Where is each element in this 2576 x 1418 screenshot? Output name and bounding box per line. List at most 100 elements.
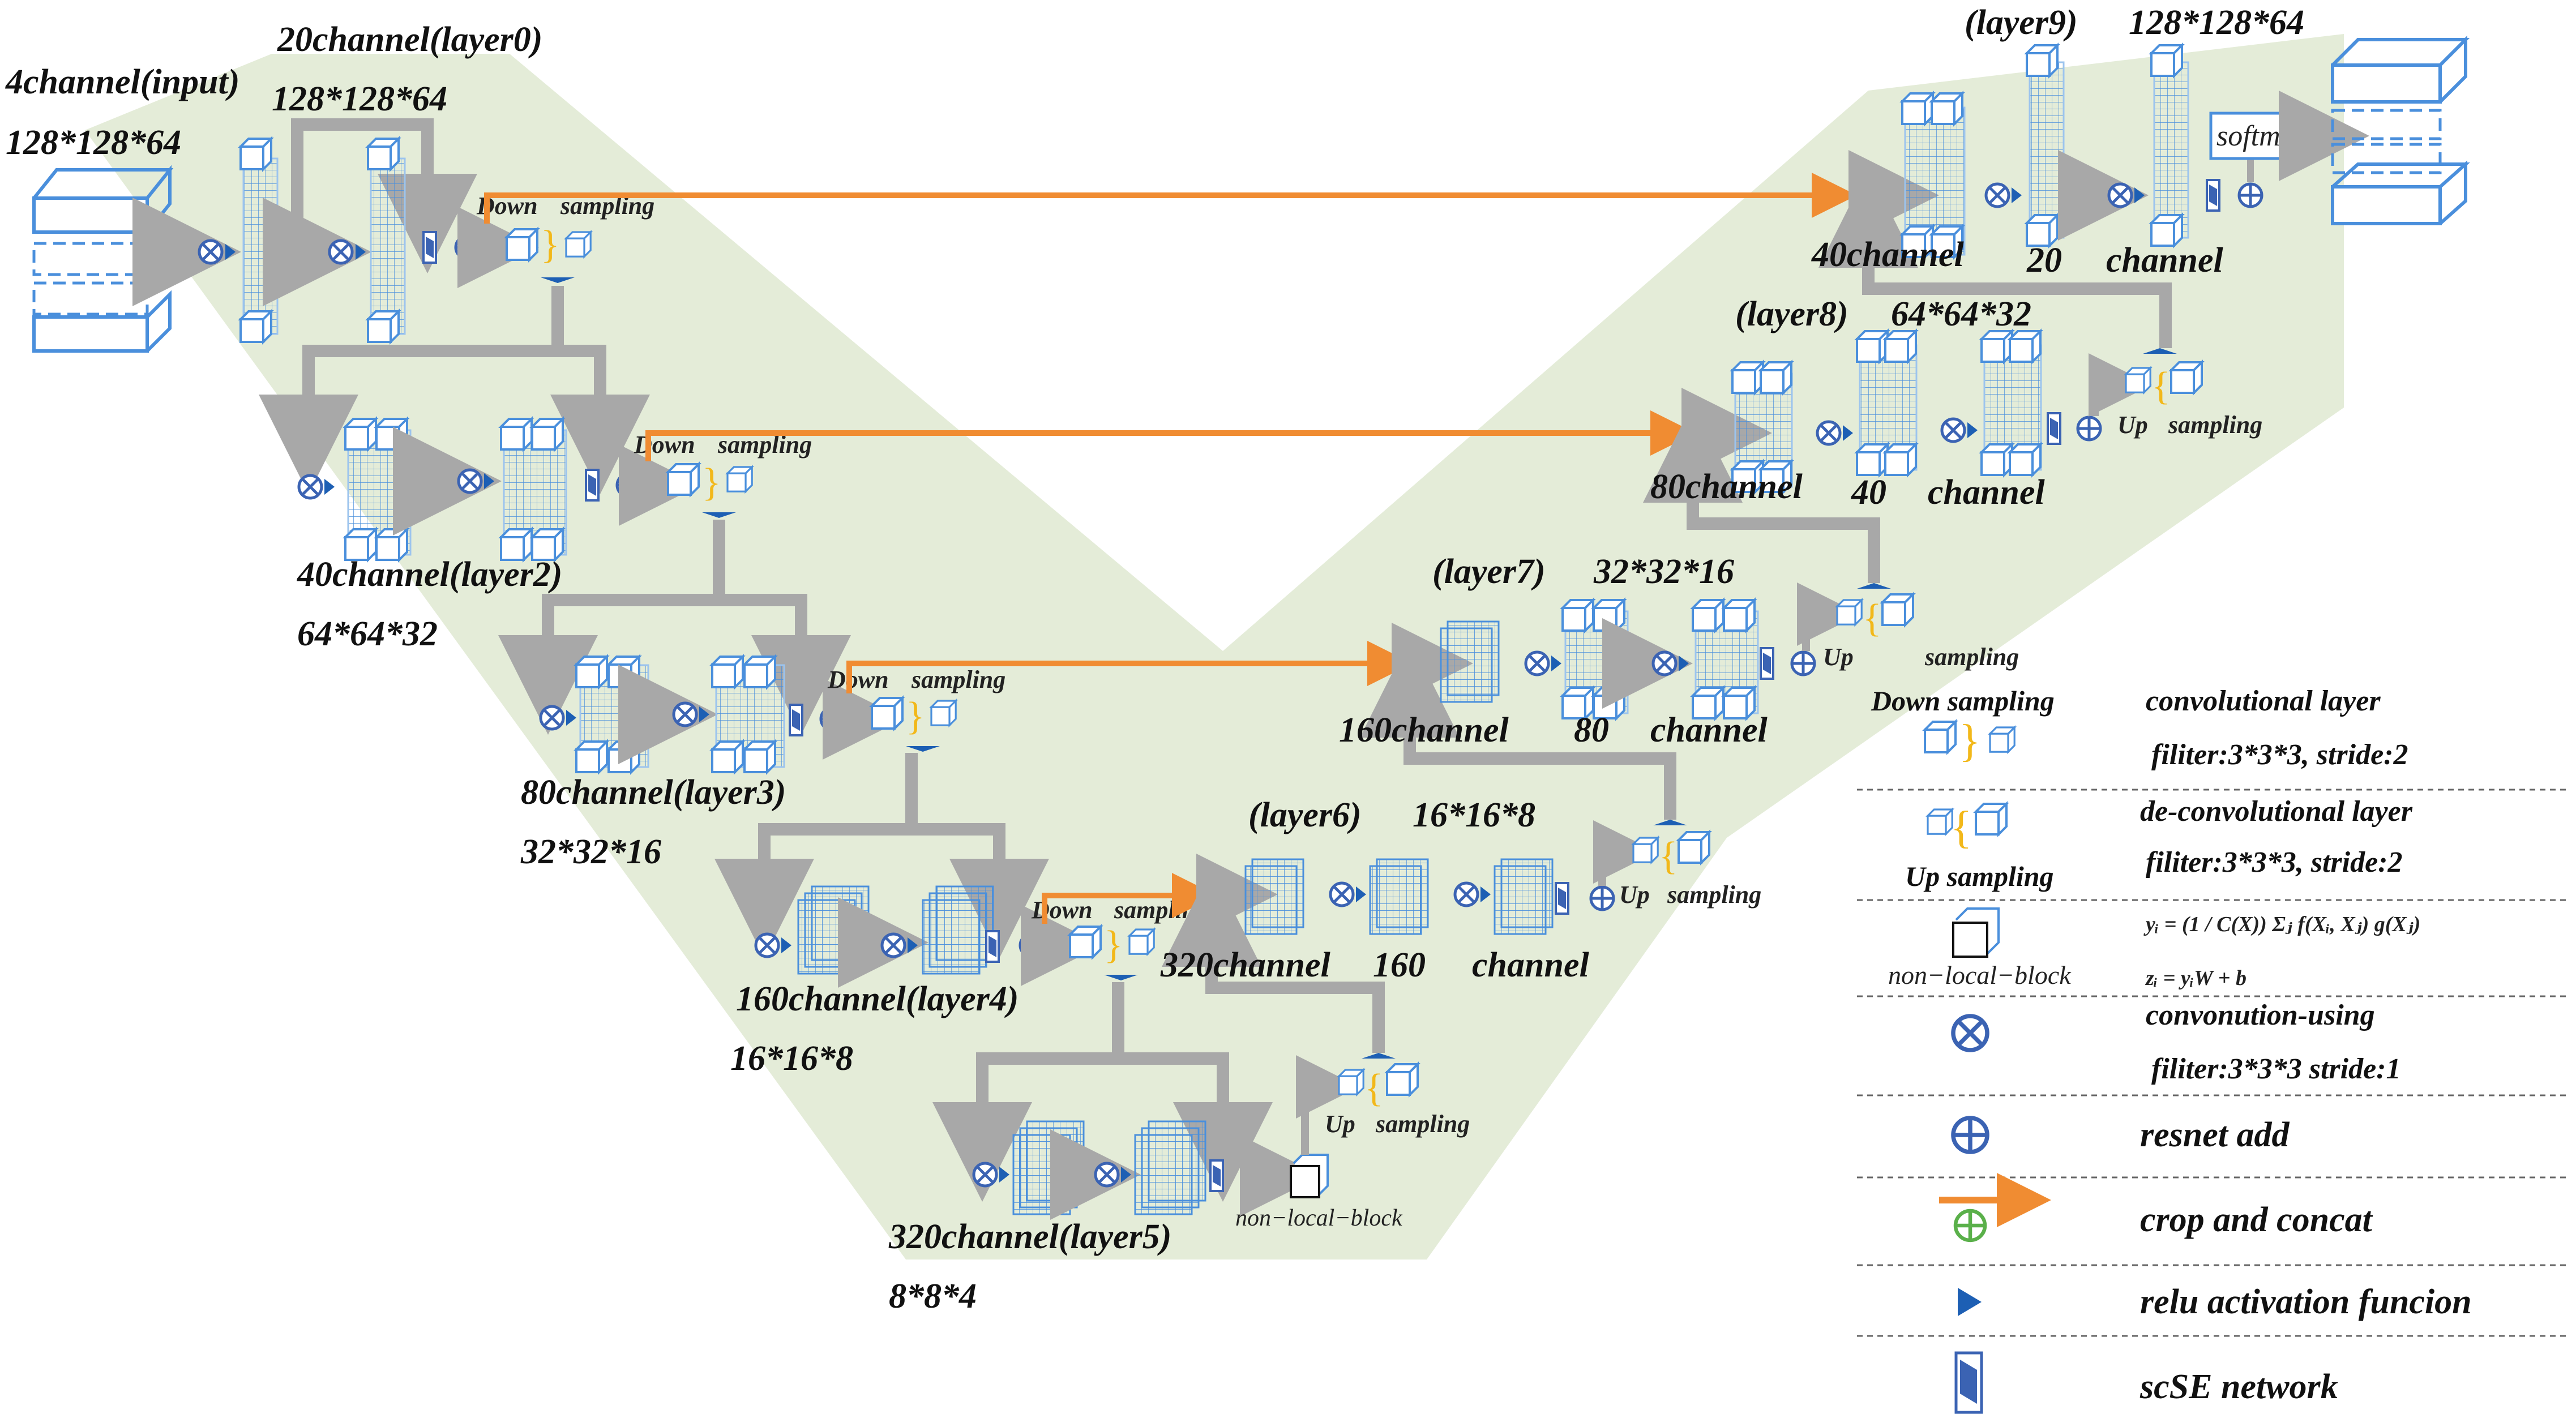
- legend-deconv-params: filiter:3*3*3, stride:2: [2146, 846, 2403, 879]
- bracket-icon: {: [1659, 834, 1678, 878]
- downsampling-cube-icon: [1069, 926, 1102, 958]
- layer3-channel-label: 80channel(layer3): [521, 773, 786, 812]
- v-background-region: [85, 34, 2344, 1260]
- concat-icon: [1857, 184, 1880, 207]
- up-label: Up: [2117, 411, 2148, 439]
- layer7-channel-b-label: 80: [1574, 711, 1609, 749]
- downsampling-small-cube-icon: [930, 700, 957, 726]
- feature-stack-layer9-a: [1901, 92, 1966, 258]
- skip-connection-orange: [1042, 873, 1217, 924]
- bracket-icon: }: [1104, 923, 1123, 967]
- layer2-size-label: 64*64*32: [297, 615, 438, 653]
- feature-stack-layer6-a: [1244, 858, 1304, 935]
- non-local-block-label: non−local−block: [1235, 1205, 1403, 1231]
- bracket-icon: {: [1364, 1066, 1384, 1110]
- convolution-icon: [1096, 1163, 1118, 1186]
- convolution-icon: [299, 475, 322, 498]
- resnet-add-icon: [821, 708, 844, 730]
- relu-down-icon: [1104, 975, 1138, 980]
- sampling-label: sampling: [1667, 881, 1761, 909]
- up-flow: [1818, 168, 2172, 348]
- resnet-add-icon: [2239, 184, 2262, 207]
- convolution-icon: [1526, 652, 1548, 675]
- resnet-add-icon: [617, 474, 640, 496]
- skip-connection-orange: [846, 641, 1413, 693]
- skip-connection-orange: [484, 173, 1857, 224]
- downsampling-cube-icon: [667, 463, 700, 496]
- legend-concat-icon: [1955, 1211, 1985, 1240]
- downsampling-small-cube-icon: [1128, 928, 1155, 955]
- convolution-icon: [756, 934, 778, 957]
- legend-conv-layer-title: convolutional layer: [2146, 685, 2381, 717]
- feature-stack-layer0-a: [239, 138, 279, 343]
- feature-stack-layer6-c: [1494, 858, 1554, 935]
- up-flow: [2089, 353, 2152, 417]
- sampling-label: sampling: [1924, 643, 2019, 671]
- upsampling-small-cube-icon: [1338, 1069, 1364, 1095]
- sampling-label: sampling: [911, 666, 1005, 693]
- layer5-size-label: 8*8*4: [889, 1277, 977, 1316]
- upsampling-cube-icon: [1881, 593, 1914, 626]
- down-label: Down: [1031, 896, 1093, 924]
- up-flow: [1162, 867, 1385, 1053]
- relu-up-icon: [1653, 820, 1687, 825]
- layer8-name-label: (layer8): [1735, 295, 1848, 333]
- layer9-size-label: 128*128*64: [2129, 3, 2304, 42]
- resnet-add-icon: [1591, 887, 1614, 910]
- legend-relu-label: relu activation funcion: [2140, 1283, 2472, 1321]
- convolution-icon: [1817, 422, 1840, 444]
- output-volume: [2331, 35, 2470, 225]
- scse-icon: [789, 704, 803, 736]
- scse-icon: [422, 231, 437, 264]
- down-flow: [498, 520, 725, 735]
- layer9-channel-b-label: 20: [2026, 241, 2062, 280]
- feature-stack-layer7-c: [1692, 599, 1759, 719]
- legend-down-cube-icon: [1924, 721, 1957, 753]
- resnet-add-icon: [456, 236, 478, 259]
- down-label: Down: [827, 666, 889, 693]
- input-volume: [32, 165, 174, 353]
- layer0-size-label: 128*128*64: [272, 80, 447, 118]
- scse-icon: [2206, 179, 2220, 212]
- layer9-name-label: (layer9): [1965, 3, 2078, 42]
- feature-stack-layer3-a: [575, 656, 649, 773]
- convolution-icon: [2109, 184, 2132, 207]
- layer8-channel-a-label: 80channel: [1650, 468, 1803, 506]
- convolution-icon: [541, 706, 563, 729]
- upsampling-cube-icon: [1678, 831, 1710, 864]
- convolution-icon: [199, 241, 222, 263]
- layer4-channel-label: 160channel(layer4): [736, 980, 1019, 1018]
- down-flow: [550, 345, 650, 494]
- concat-icon: [1398, 652, 1421, 675]
- bracket-icon: {: [2151, 365, 2171, 408]
- legend-conv-using-params: filiter:3*3*3 stride:1: [2151, 1053, 2401, 1085]
- legend-convolution-icon: [1953, 1016, 1987, 1050]
- legend-formula-z: zᵢ = yᵢW + b: [2145, 966, 2246, 990]
- bracket-icon: {: [1950, 803, 1972, 852]
- layer6-channel-b-label: 160: [1373, 946, 1426, 984]
- feature-stack-layer4-b: [922, 885, 994, 975]
- relu-up-icon: [1362, 1053, 1396, 1059]
- sampling-label: sampling: [1375, 1110, 1470, 1138]
- layer7-channel-a-label: 160channel: [1339, 711, 1509, 749]
- relu-down-icon: [702, 512, 736, 518]
- feature-stack-layer8-c: [1980, 330, 2042, 476]
- legend: Down sampling } convolutional layer fili…: [1857, 685, 2570, 1414]
- legend-non-local-block-label: non−local−block: [1888, 961, 2072, 989]
- convolution-icon: [330, 241, 352, 263]
- scse-icon: [985, 930, 1000, 963]
- feature-stack-layer2-a: [344, 418, 412, 561]
- down-flow: [912, 823, 1049, 958]
- convolution-icon: [674, 703, 696, 726]
- feature-stack-layer8-b: [1856, 330, 1918, 476]
- layer7-name-label: (layer7): [1432, 552, 1546, 591]
- legend-scse-label: scSE network: [2139, 1368, 2338, 1406]
- layer7-channel-c-label: channel: [1650, 711, 1768, 749]
- bracket-icon: }: [541, 223, 560, 267]
- down-flow: [1118, 1052, 1273, 1202]
- legend-up-small-cube-icon: [1927, 808, 1953, 835]
- relu-up-icon: [2143, 348, 2177, 354]
- scse-icon: [1555, 882, 1569, 915]
- down-flow: [932, 982, 1124, 1202]
- up-flow: [1593, 820, 1657, 886]
